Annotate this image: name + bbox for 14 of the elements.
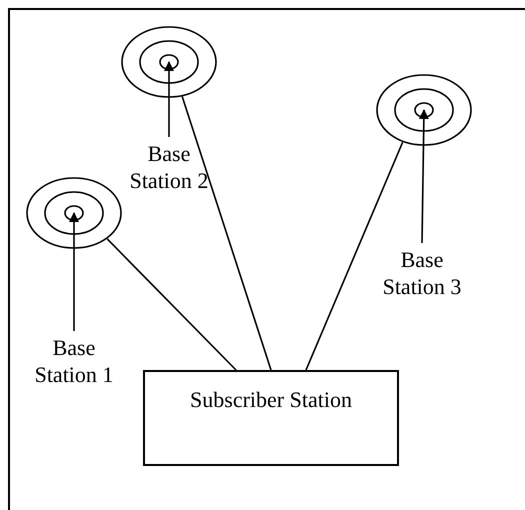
station-label: Subscriber Station	[190, 386, 352, 414]
connection-line	[181, 96, 272, 370]
antenna-signal-icon	[26, 177, 122, 249]
station-box	[143, 370, 399, 466]
station-label: Base Station 2	[121, 140, 217, 196]
arrow	[418, 109, 429, 244]
station-label: Base Station 1	[26, 334, 122, 390]
arrow	[69, 212, 79, 331]
antenna-signal-icon	[121, 26, 217, 98]
station-label: Base Station 3	[374, 246, 470, 302]
arrow	[164, 61, 174, 137]
connection-line	[305, 142, 404, 370]
connection-line	[106, 238, 237, 371]
antenna-signal-icon	[376, 74, 472, 146]
